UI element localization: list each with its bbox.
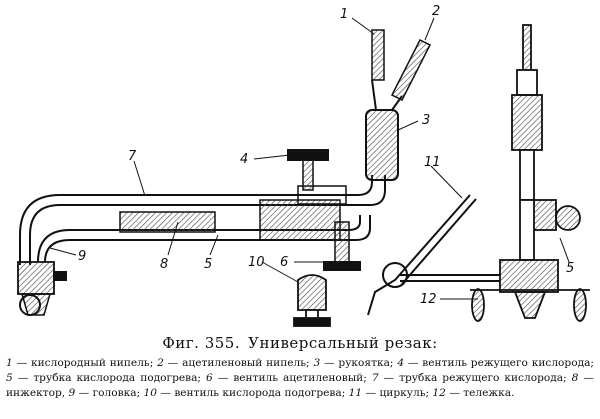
legend-item-number: 10: [143, 387, 157, 399]
callout-numbers: 1 2 3 4 5 6 7 8 9 10 11 12 5: [78, 4, 574, 307]
legend-item-number: 7: [371, 372, 379, 384]
legend-item-text: — вентиль режущего кислорода;: [404, 357, 594, 369]
legend-item: 4 — вентиль режущего кислорода;: [397, 357, 594, 369]
legend-item-number: 1: [6, 357, 13, 369]
figure-number: Фиг. 355.: [162, 334, 241, 352]
legend-item: 6 — вентиль ацетиленовый;: [206, 372, 367, 384]
valve-10-detail: [293, 274, 331, 327]
callout-7: 7: [128, 149, 137, 164]
callout-5: 5: [204, 257, 212, 272]
callout-2: 2: [432, 4, 440, 19]
legend-item-number: 4: [397, 357, 405, 369]
legend-item: 9 — головка;: [69, 387, 141, 399]
legend-item: 11 — циркуль;: [349, 387, 429, 399]
legend-item-text: — инжектор,: [6, 372, 595, 399]
side-view: [470, 24, 590, 322]
legend-item-text: — головка;: [75, 387, 141, 399]
figure-legend: 1 — кислородный нипель; 2 — ацетиленовый…: [6, 356, 594, 401]
figure-title: Универсальный резак:: [248, 334, 438, 352]
compass-11: [367, 194, 500, 316]
legend-item-text: — вентиль кислорода подогрева;: [156, 387, 346, 399]
legend-item-number: 9: [68, 387, 76, 399]
legend-item-number: 12: [432, 387, 446, 399]
callout-3: 3: [422, 113, 430, 128]
legend-item-text: — вентиль ацетиленовый;: [212, 372, 367, 384]
callout-12: 12: [420, 292, 437, 307]
legend-item-number: 2: [157, 357, 164, 369]
legend-item-number: 6: [206, 372, 213, 384]
callout-8: 8: [160, 257, 168, 272]
callout-leaders: [49, 17, 570, 300]
callout-9: 9: [78, 249, 86, 264]
legend-item: 3 — рукоятка;: [313, 357, 393, 369]
legend-item: 10 — вентиль кислорода подогрева;: [144, 387, 346, 399]
main-cutter-body: [17, 29, 432, 316]
cutter-diagram: 1 2 3 4 5 6 7 8 9 10 11 12 5: [17, 4, 590, 327]
legend-item-text: — тележка.: [445, 387, 515, 399]
legend-item-number: 8: [571, 372, 579, 384]
callout-10: 10: [248, 255, 265, 270]
legend-item-text: — циркуль;: [362, 387, 430, 399]
legend-item: 1 — кислородный нипель;: [6, 357, 153, 369]
legend-item-text: — трубка кислорода подогрева;: [12, 372, 201, 384]
legend-item: 8 — инжектор,: [6, 372, 594, 399]
callout-1: 1: [340, 7, 348, 22]
legend-item-text: — трубка режущего кислорода;: [378, 372, 567, 384]
legend-item-text: — рукоятка;: [320, 357, 394, 369]
callout-11: 11: [424, 155, 441, 170]
legend-item: 5 — трубка кислорода подогрева;: [6, 372, 201, 384]
callout-6: 6: [280, 255, 288, 270]
callout-5-side: 5: [566, 261, 574, 276]
legend-item: 12 — тележка.: [432, 387, 514, 399]
callout-4: 4: [240, 152, 248, 167]
legend-item-number: 3: [313, 357, 321, 369]
legend-item: 2 — ацетиленовый нипель;: [157, 357, 310, 369]
legend-item-number: 5: [6, 372, 13, 384]
legend-item-text: — кислородный нипель;: [12, 357, 154, 369]
legend-item: 7 — трубка режущего кислорода;: [372, 372, 567, 384]
legend-item-number: 11: [348, 387, 363, 399]
figure-caption: Фиг. 355. Универсальный резак:: [0, 334, 600, 352]
legend-item-text: — ацетиленовый нипель;: [163, 357, 310, 369]
